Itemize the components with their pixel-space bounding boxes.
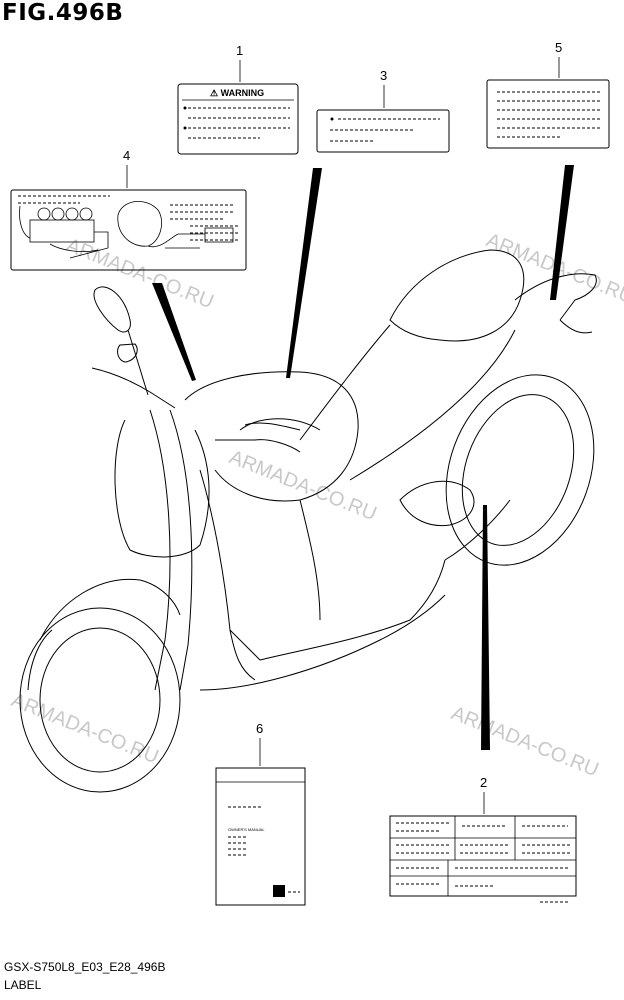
callout-5: 5 [486,40,610,149]
callout-number: 5 [555,40,562,55]
watermark: ARMADA-CO.RU [8,689,162,768]
label-5 [486,79,610,149]
callout-number: 6 [256,721,263,736]
warning-heading: ⚠ WARNING [210,88,264,98]
callout-3: 3 [316,68,450,153]
leader-lines [152,165,574,750]
figure-title: FIG.496B [2,0,124,26]
label-4 [10,189,247,271]
callout-4: 4 [10,148,247,271]
diagram-name: LABEL [4,978,42,992]
callout-number: 3 [380,68,387,83]
diagram-code: GSX-S750L8_E03_E28_496B [4,960,166,974]
owners-manual [215,767,306,906]
callout-1: 1 ⚠ WARNING [177,43,299,155]
callout-2: 2 [389,775,577,903]
label-2 [389,815,577,897]
watermark: ARMADA-CO.RU [448,702,602,781]
callout-number: 4 [123,148,130,163]
motorcycle-outline [19,249,597,793]
callout-number: 2 [480,775,487,790]
label-3 [316,109,450,153]
warning-label-1 [177,83,299,155]
manual-title: OWNER'S MANUAL [228,827,265,832]
callout-6: 6 OWNER'S MANUAL [215,721,306,906]
callout-number: 1 [236,43,243,58]
